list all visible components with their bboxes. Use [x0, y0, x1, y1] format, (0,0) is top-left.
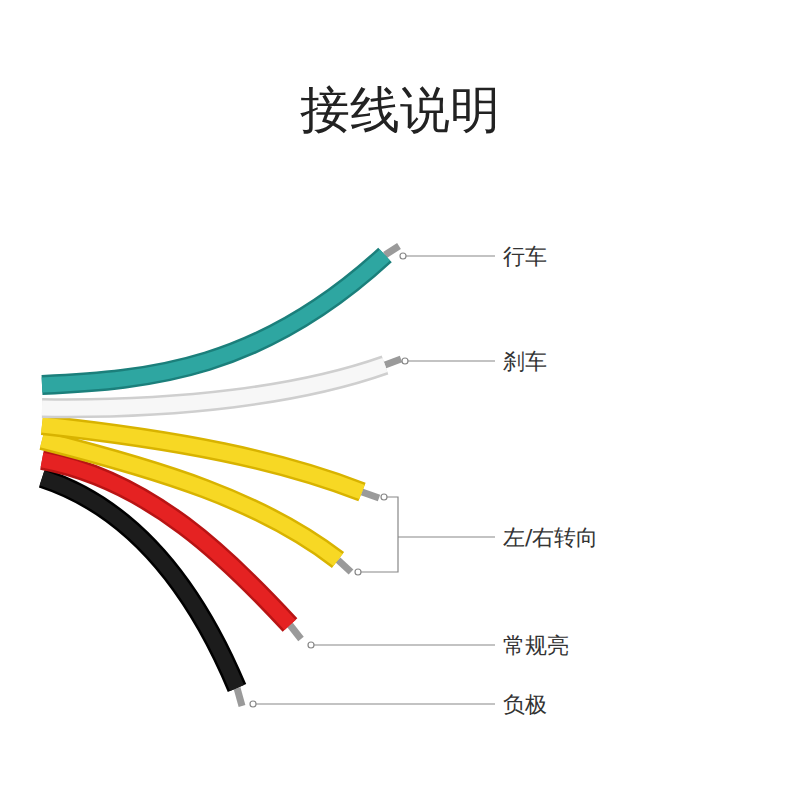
yellow-wire-core [42, 440, 338, 560]
wire-label: 负极 [503, 690, 547, 720]
wire-label: 刹车 [503, 347, 547, 377]
black-wire-core [42, 478, 237, 688]
yellow-wire [42, 440, 338, 560]
wire-label: 左/右转向 [503, 523, 598, 553]
teal-wire-core [42, 255, 385, 385]
black-wire [42, 478, 237, 688]
yellow-wire-core [42, 425, 362, 492]
wire-label: 行车 [503, 242, 547, 272]
yellow-wire [42, 425, 362, 492]
teal-wire [42, 255, 385, 385]
title: 接线说明 [0, 77, 800, 144]
wire-label: 常规亮 [503, 631, 569, 661]
leader-lines [250, 253, 495, 707]
